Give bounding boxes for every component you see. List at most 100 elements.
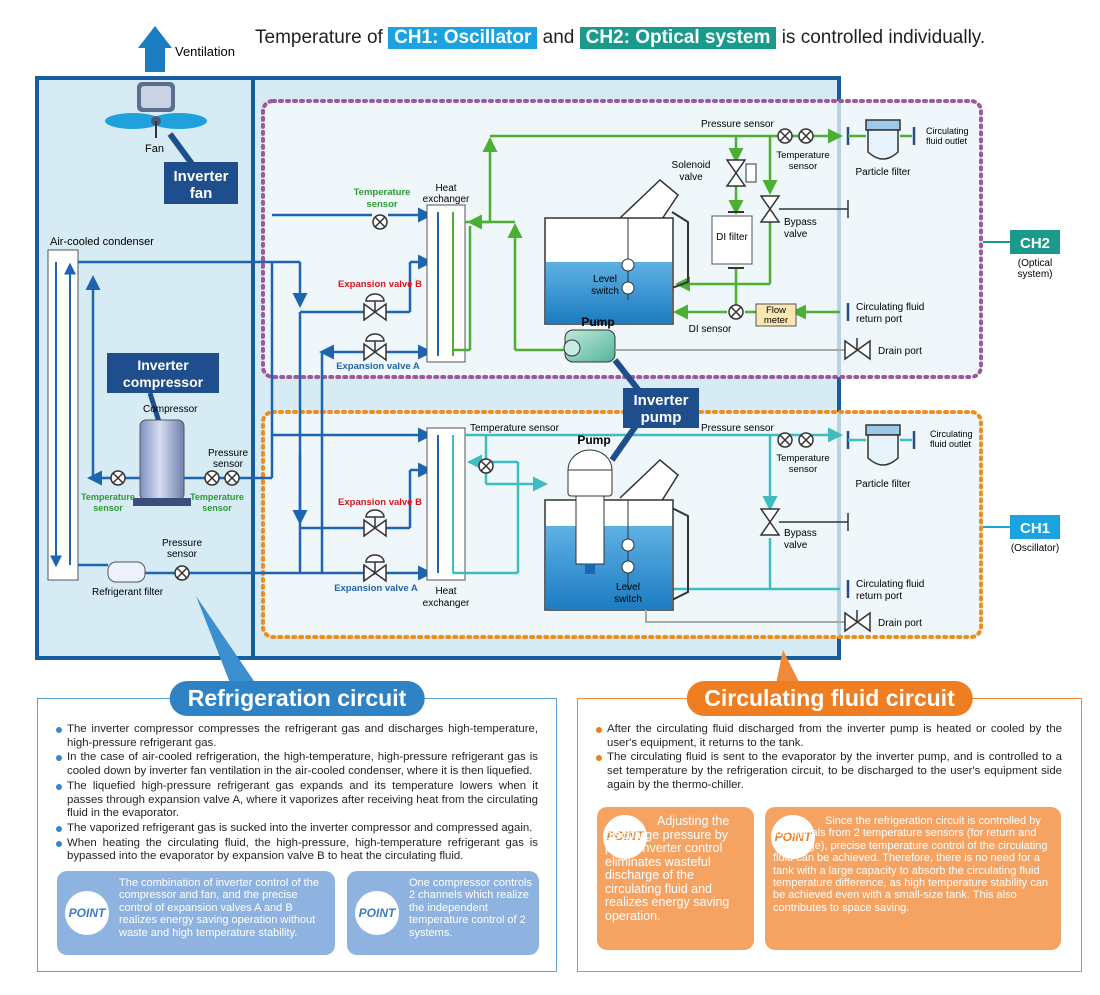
pressure-sensor-ch1-out <box>777 432 793 448</box>
inverter-pump-badge: Inverter pump <box>609 358 699 462</box>
temp-sensor-compressor-left <box>110 470 126 486</box>
svg-text:fan: fan <box>190 185 213 202</box>
svg-text:compressor: compressor <box>123 374 204 390</box>
compressor <box>133 419 191 506</box>
point-text: Since the refrigeration circuit is contr… <box>773 815 1048 914</box>
svg-text:fluid outlet: fluid outlet <box>926 136 968 146</box>
ch2-tag: CH2 (Optical system) <box>983 230 1060 280</box>
svg-text:sensor: sensor <box>202 503 232 513</box>
svg-text:sensor: sensor <box>167 549 198 560</box>
ch1-pump <box>567 449 613 574</box>
svg-text:fluid outlet: fluid outlet <box>930 439 972 449</box>
svg-text:Circulating fluid: Circulating fluid <box>856 302 924 313</box>
svg-text:Pump: Pump <box>581 315 614 329</box>
svg-text:valve: valve <box>784 229 808 240</box>
svg-text:Level: Level <box>616 582 640 593</box>
title-prefix: Temperature of <box>255 27 383 48</box>
svg-text:Heat: Heat <box>435 183 456 194</box>
refrigeration-bullets: The inverter compressor compresses the r… <box>56 723 538 865</box>
bypass-valve-ch2 <box>759 195 849 223</box>
svg-text:Pressure sensor: Pressure sensor <box>701 423 774 434</box>
temp-sensor-ch1-return <box>478 458 494 474</box>
list-item: The liquefied high-pressure refrigerant … <box>56 780 538 821</box>
svg-text:exchanger: exchanger <box>423 598 470 609</box>
point-badge-icon: POINT <box>771 815 815 859</box>
svg-text:Pressure: Pressure <box>208 448 248 459</box>
svg-text:CH2: CH2 <box>1020 235 1050 252</box>
point-text: Adjusting the discharge pressure by pump… <box>605 814 730 923</box>
svg-text:switch: switch <box>614 594 642 605</box>
heat-exchanger-ch1 <box>426 427 466 581</box>
inverter-fan-badge: Inverter fan <box>164 132 238 204</box>
svg-text:return port: return port <box>856 314 902 325</box>
particle-filter-ch2 <box>846 119 916 160</box>
circulating-pointer <box>776 650 800 684</box>
point-badge-icon: POINT <box>355 891 399 935</box>
pressure-sensor-ch2-out <box>777 128 793 144</box>
svg-text:Temperature: Temperature <box>190 492 244 502</box>
svg-text:Inverter: Inverter <box>137 357 189 373</box>
refrigeration-pointer <box>196 596 256 688</box>
svg-text:Inverter: Inverter <box>173 168 228 185</box>
svg-text:Circulating: Circulating <box>926 126 969 136</box>
list-item: After the circulating fluid discharged f… <box>596 723 1062 750</box>
list-item: When heating the circulating fluid, the … <box>56 837 538 864</box>
svg-text:Solenoid: Solenoid <box>672 160 711 171</box>
svg-text:valve: valve <box>679 172 703 183</box>
ventilation-arrow <box>138 26 172 72</box>
svg-text:Circulating fluid: Circulating fluid <box>856 579 924 590</box>
fan-icon <box>105 82 207 138</box>
ch2-tank <box>544 178 689 325</box>
svg-text:Inverter: Inverter <box>633 392 688 409</box>
point-badge-icon: POINT <box>65 891 109 935</box>
condenser <box>47 249 79 581</box>
svg-text:Expansion valve A: Expansion valve A <box>334 583 418 594</box>
svg-text:Refrigerant filter: Refrigerant filter <box>92 587 164 598</box>
particle-filter-ch1 <box>846 424 916 466</box>
expansion-valve-b-ch1 <box>363 509 387 538</box>
page-title: Temperature of CH1: Oscillator and CH2: … <box>255 27 985 49</box>
svg-text:Temperature: Temperature <box>776 150 829 161</box>
heat-exchanger-ch2 <box>426 204 466 363</box>
svg-text:meter: meter <box>764 315 788 326</box>
svg-text:Drain port: Drain port <box>878 618 922 629</box>
svg-text:Level: Level <box>593 274 617 285</box>
temp-sensor-ch2-out <box>798 128 814 144</box>
temp-sensor-ch2 <box>372 214 388 230</box>
svg-text:sensor: sensor <box>789 161 818 172</box>
drain-port-ch1 <box>645 610 871 633</box>
compressor-label: Compressor <box>143 404 198 415</box>
list-item: The inverter compressor compresses the r… <box>56 723 538 750</box>
temp-sensor-ch1-out <box>798 432 814 448</box>
svg-text:Bypass: Bypass <box>784 217 817 228</box>
drain-port-ch2 <box>615 338 871 361</box>
svg-text:Particle filter: Particle filter <box>855 167 911 178</box>
temp-sensor-compressor-right <box>204 470 220 486</box>
solenoid-valve-ch2 <box>725 159 757 187</box>
svg-text:exchanger: exchanger <box>423 194 470 205</box>
ch1-chip: CH1: Oscillator <box>388 27 538 49</box>
ch2-pump <box>563 329 616 363</box>
point-badge-icon: POINT <box>603 815 647 859</box>
svg-text:Pump: Pump <box>577 433 610 447</box>
svg-text:Temperature sensor: Temperature sensor <box>470 423 560 434</box>
svg-text:Circulating: Circulating <box>930 429 973 439</box>
svg-text:(Optical: (Optical <box>1018 258 1052 269</box>
svg-text:return port: return port <box>856 591 902 602</box>
svg-text:Heat: Heat <box>435 586 456 597</box>
title-suffix: is controlled individually. <box>781 27 986 48</box>
expansion-valve-a-ch2 <box>363 333 387 362</box>
fan-label: Fan <box>145 143 164 155</box>
refrigeration-title: Refrigeration circuit <box>169 681 425 716</box>
pressure-sensor-compressor <box>224 470 240 486</box>
circulating-point-2: POINT Since the refrigeration circuit is… <box>765 807 1061 950</box>
svg-text:sensor: sensor <box>213 459 244 470</box>
ch1-tag: CH1 (Oscillator) <box>983 515 1060 554</box>
point-text: The combination of inverter control of t… <box>119 877 319 939</box>
expansion-valve-a-ch1 <box>363 554 387 583</box>
inverter-compressor-badge: Inverter compressor <box>107 353 219 426</box>
bypass-valve-ch1 <box>759 508 849 536</box>
svg-text:pump: pump <box>641 409 682 426</box>
svg-text:Particle filter: Particle filter <box>855 479 911 490</box>
